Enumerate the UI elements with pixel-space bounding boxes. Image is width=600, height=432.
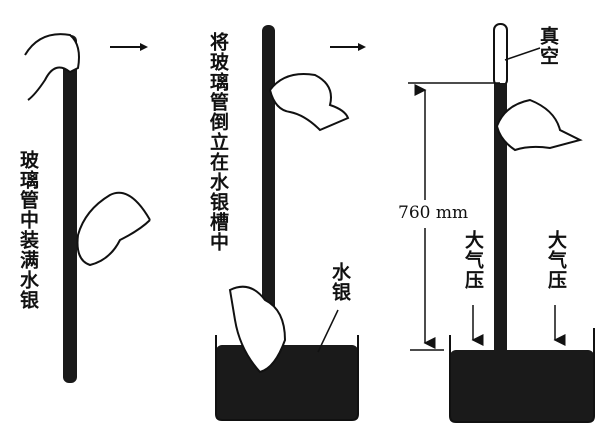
vacuum-space <box>493 23 508 87</box>
step1-label: 玻璃管中装满水银 <box>17 150 39 310</box>
hand-icon <box>269 73 350 132</box>
hand-icon <box>228 285 287 374</box>
hand-icon <box>76 191 151 267</box>
vacuum-label: 真空 <box>537 26 559 66</box>
atmospheric-pressure-label: 大气压 <box>462 230 484 290</box>
mercury-label: 水银 <box>329 262 351 302</box>
mercury-trough <box>216 345 358 420</box>
mercury-trough <box>450 350 594 422</box>
hand-icon <box>496 98 583 152</box>
height-label: 760 mm <box>398 203 469 223</box>
inverted-tube <box>262 25 275 375</box>
atmospheric-pressure-label: 大气压 <box>545 230 567 290</box>
hand-icon <box>24 33 80 101</box>
mercury-column <box>494 83 507 353</box>
mercury-filled-tube <box>63 35 77 383</box>
step2-label: 将玻璃管倒立在水银槽中 <box>207 32 229 252</box>
